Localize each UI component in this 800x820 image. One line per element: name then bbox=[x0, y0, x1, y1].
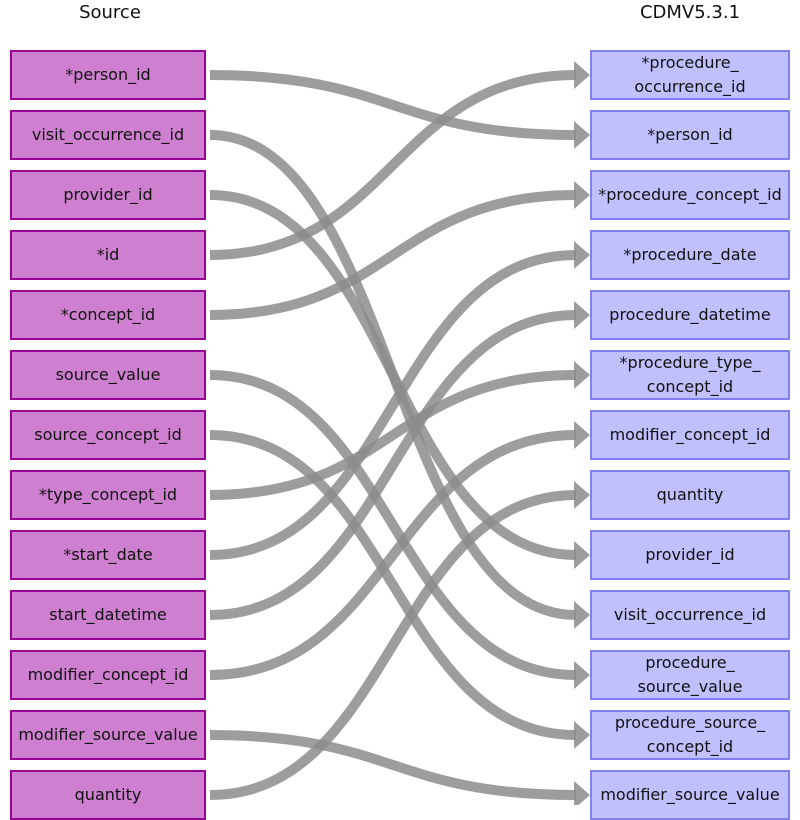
target-field-label: visit_occurrence_id bbox=[613, 605, 767, 624]
source-field-label: *person_id bbox=[65, 65, 151, 84]
mapping-link[interactable] bbox=[209, 370, 577, 680]
arrow-head-icon bbox=[574, 301, 590, 329]
target-field-label: modifier_concept_id bbox=[609, 425, 771, 444]
target-field-label: procedure_datetime bbox=[609, 305, 771, 324]
source-field-label: visit_occurrence_id bbox=[31, 125, 185, 144]
target-field[interactable]: modifier_source_value bbox=[590, 770, 790, 820]
target-field[interactable]: *procedure_ occurrence_id bbox=[590, 50, 790, 100]
arrow-head-icon bbox=[574, 361, 590, 389]
mapping-link[interactable] bbox=[209, 70, 577, 140]
source-field-label: *type_concept_id bbox=[38, 485, 178, 504]
source-field[interactable]: provider_id bbox=[10, 170, 206, 220]
source-column-title: Source bbox=[79, 2, 141, 23]
arrow-head-icon bbox=[574, 121, 590, 149]
source-field-label: modifier_concept_id bbox=[27, 665, 189, 684]
target-field-label: *person_id bbox=[647, 125, 733, 144]
target-field-label: *procedure_concept_id bbox=[598, 185, 782, 204]
target-field[interactable]: modifier_concept_id bbox=[590, 410, 790, 460]
mapping-link[interactable] bbox=[209, 190, 577, 320]
target-column-title: CDMV5.3.1 bbox=[639, 2, 741, 23]
mapping-link[interactable] bbox=[209, 70, 577, 260]
target-field[interactable]: quantity bbox=[590, 470, 790, 520]
target-field-label: *procedure_ occurrence_id bbox=[634, 53, 746, 96]
mapping-link[interactable] bbox=[209, 310, 577, 620]
mapping-link[interactable] bbox=[209, 190, 577, 560]
source-field-label: *start_date bbox=[63, 545, 153, 564]
target-field-label: *procedure_date bbox=[623, 245, 757, 264]
source-field-label: provider_id bbox=[63, 185, 153, 204]
source-field-label: start_datetime bbox=[49, 605, 167, 624]
mapping-link[interactable] bbox=[209, 730, 577, 800]
source-field[interactable]: quantity bbox=[10, 770, 206, 820]
target-field[interactable]: provider_id bbox=[590, 530, 790, 580]
arrow-head-icon bbox=[574, 61, 590, 89]
source-field[interactable]: *concept_id bbox=[10, 290, 206, 340]
arrow-head-icon bbox=[574, 601, 590, 629]
target-field-label: procedure_source_ concept_id bbox=[614, 713, 766, 756]
source-field-label: modifier_source_value bbox=[18, 725, 198, 744]
target-field[interactable]: *procedure_concept_id bbox=[590, 170, 790, 220]
arrow-head-icon bbox=[574, 781, 590, 805]
source-field[interactable]: source_concept_id bbox=[10, 410, 206, 460]
target-field[interactable]: visit_occurrence_id bbox=[590, 590, 790, 640]
mapping-link[interactable] bbox=[209, 430, 577, 740]
mapping-link[interactable] bbox=[209, 430, 577, 680]
source-field[interactable]: start_datetime bbox=[10, 590, 206, 640]
arrow-head-icon bbox=[574, 241, 590, 269]
target-field[interactable]: *procedure_date bbox=[590, 230, 790, 280]
target-field-label: quantity bbox=[656, 485, 724, 504]
mapping-link[interactable] bbox=[209, 490, 577, 800]
target-field[interactable]: *procedure_type_ concept_id bbox=[590, 350, 790, 400]
arrow-head-icon bbox=[574, 181, 590, 209]
arrow-head-icon bbox=[574, 661, 590, 689]
source-field[interactable]: *start_date bbox=[10, 530, 206, 580]
source-field[interactable]: source_value bbox=[10, 350, 206, 400]
arrow-head-icon bbox=[574, 721, 590, 749]
arrow-head-icon bbox=[574, 541, 590, 569]
target-field-label: procedure_ source_value bbox=[637, 653, 743, 696]
source-field[interactable]: *type_concept_id bbox=[10, 470, 206, 520]
target-field-label: provider_id bbox=[645, 545, 735, 564]
mapping-link[interactable] bbox=[209, 250, 577, 560]
target-field[interactable]: procedure_datetime bbox=[590, 290, 790, 340]
source-field-label: *concept_id bbox=[60, 305, 156, 324]
source-field-label: source_concept_id bbox=[34, 425, 182, 444]
target-field[interactable]: *person_id bbox=[590, 110, 790, 160]
target-field[interactable]: procedure_ source_value bbox=[590, 650, 790, 700]
source-field[interactable]: *person_id bbox=[10, 50, 206, 100]
source-field[interactable]: visit_occurrence_id bbox=[10, 110, 206, 160]
source-field[interactable]: modifier_source_value bbox=[10, 710, 206, 760]
source-field[interactable]: *id bbox=[10, 230, 206, 280]
mapping-link[interactable] bbox=[209, 370, 577, 500]
arrow-head-icon bbox=[574, 481, 590, 509]
target-field-label: *procedure_type_ concept_id bbox=[619, 353, 761, 396]
arrow-head-icon bbox=[574, 421, 590, 449]
source-field[interactable]: modifier_concept_id bbox=[10, 650, 206, 700]
target-field[interactable]: procedure_source_ concept_id bbox=[590, 710, 790, 760]
source-field-label: source_value bbox=[55, 365, 161, 384]
source-field-label: quantity bbox=[74, 785, 142, 804]
source-field-label: *id bbox=[96, 245, 120, 264]
target-field-label: modifier_source_value bbox=[600, 785, 780, 804]
